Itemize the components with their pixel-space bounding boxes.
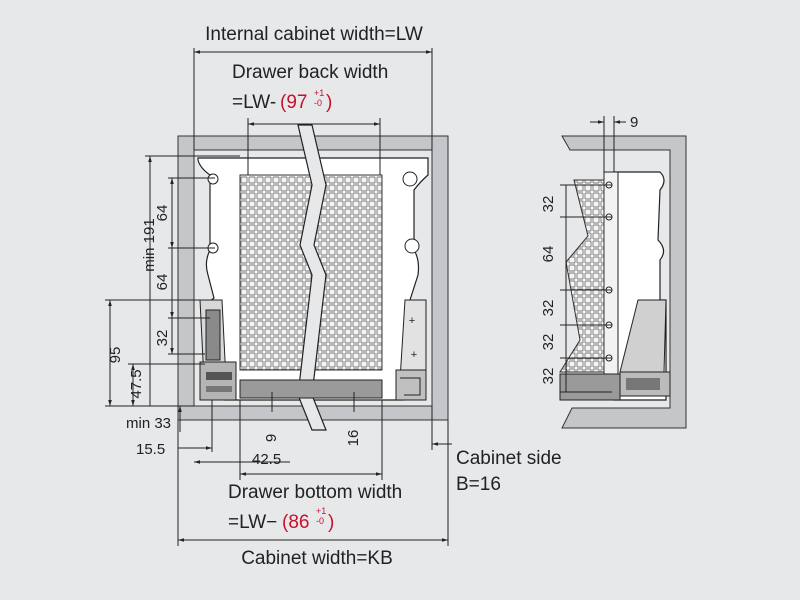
dim-9-front: 9 xyxy=(263,434,280,442)
bottom-width-value: (86 xyxy=(282,512,309,533)
side-drawer-front xyxy=(603,171,619,401)
back-width-tol-lower: -0 xyxy=(314,98,322,108)
back-width-prefix: =LW- xyxy=(232,92,276,113)
side-dim-32-b: 32 xyxy=(540,300,557,317)
drawer-bottom-bar xyxy=(239,379,383,399)
left-runner xyxy=(199,299,237,401)
dim-min33: min 33 xyxy=(126,415,171,432)
screw-holes: + + xyxy=(207,171,420,361)
front-view: + + xyxy=(105,24,562,569)
dim-64-lower: 64 xyxy=(154,274,171,291)
dim-min191: min 191 xyxy=(141,218,158,271)
side-dim-64: 64 xyxy=(540,246,557,263)
back-width-value: (97 xyxy=(280,92,307,113)
back-width-close: ) xyxy=(326,92,332,113)
svg-text:+: + xyxy=(411,349,417,361)
side-runner-mechanism xyxy=(626,378,660,390)
bottom-width-prefix: =LW− xyxy=(228,512,277,533)
side-dim-32-c: 32 xyxy=(540,334,557,351)
bottom-width-title: Drawer bottom width xyxy=(228,482,402,503)
side-dim-9: 9 xyxy=(630,114,638,131)
cabinet-width-label: Cabinet width=KB xyxy=(241,548,393,569)
side-cabinet-wall xyxy=(561,135,687,429)
side-view: 9 32 64 32 32 32 xyxy=(540,114,687,429)
back-width-tol-upper: +1 xyxy=(314,88,324,98)
dim-42-5: 42.5 xyxy=(252,451,281,468)
side-mesh xyxy=(559,179,605,373)
dim-16-front: 16 xyxy=(345,430,362,447)
front-dimension-lines xyxy=(105,48,452,546)
bottom-width-tol-lower: -0 xyxy=(316,516,324,526)
cabinet-side-label: Cabinet side xyxy=(456,448,562,469)
side-dimension-lines xyxy=(560,116,626,393)
svg-text:+: + xyxy=(409,315,415,327)
side-dim-32-d: 32 xyxy=(540,368,557,385)
dim-64-upper: 64 xyxy=(154,205,171,222)
dim-15-5: 15.5 xyxy=(136,441,165,458)
dim-47-5: 47.5 xyxy=(128,369,145,398)
back-width-formula: =LW- (97 +1 -0 ) xyxy=(232,88,332,113)
dim-95: 95 xyxy=(107,347,124,364)
cabinet-side-value: B=16 xyxy=(456,474,501,495)
bottom-width-formula: =LW− (86 +1 -0 ) xyxy=(228,506,334,533)
bottom-width-tol-upper: +1 xyxy=(316,506,326,516)
right-runner xyxy=(395,299,427,401)
back-width-title: Drawer back width xyxy=(232,62,388,83)
side-drawer-bottom xyxy=(559,373,621,401)
break-line-band xyxy=(297,124,327,431)
bottom-width-close: ) xyxy=(328,512,334,533)
dim-32: 32 xyxy=(154,330,171,347)
internal-width-label: Internal cabinet width=LW xyxy=(205,24,423,45)
side-dim-32-a: 32 xyxy=(540,196,557,213)
